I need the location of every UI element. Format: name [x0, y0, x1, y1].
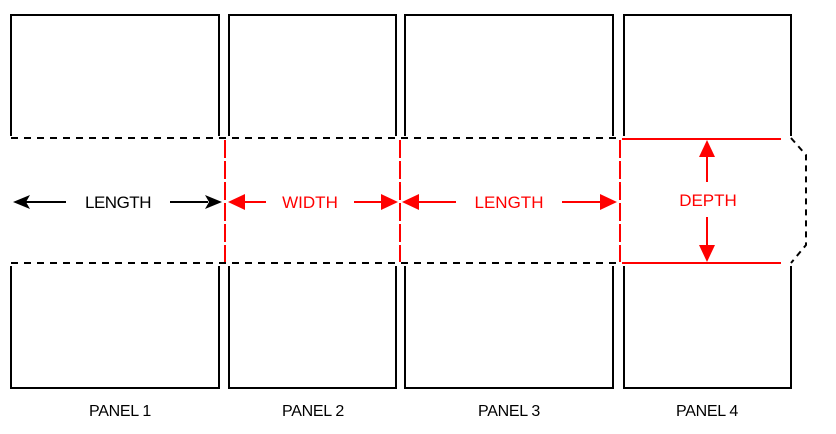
- fold-lines: [11, 137, 616, 264]
- length-label-panel-3: LENGTH: [475, 193, 544, 212]
- arrow-left-icon: [228, 194, 245, 210]
- bottom-flap-panel-1: [10, 266, 220, 389]
- glue-tab: [790, 137, 807, 264]
- bottom-flaps: [10, 266, 792, 389]
- panel-label-1: PANEL 1: [89, 403, 151, 420]
- length-dimension-panel-3: LENGTH: [402, 193, 617, 212]
- width-label: WIDTH: [282, 193, 338, 212]
- arrow-right-icon: [205, 195, 222, 209]
- panel-label-4: PANEL 4: [676, 403, 738, 420]
- depth-label: DEPTH: [679, 191, 737, 210]
- width-dimension: WIDTH: [228, 193, 398, 212]
- arrow-left-icon: [13, 195, 30, 209]
- panel-labels: PANEL 1 PANEL 2 PANEL 3 PANEL 4: [89, 403, 739, 420]
- top-flap-panel-4: [623, 14, 792, 136]
- length-label-panel-1: LENGTH: [85, 193, 151, 212]
- top-flap-panel-2: [228, 14, 397, 136]
- arrow-up-icon: [699, 140, 715, 157]
- length-dimension-panel-1: LENGTH: [13, 193, 222, 212]
- arrow-right-icon: [600, 194, 617, 210]
- top-flap-panel-1: [10, 14, 220, 136]
- arrow-left-icon: [402, 194, 419, 210]
- panel-label-3: PANEL 3: [478, 403, 540, 420]
- crease-lines: [224, 140, 621, 262]
- depth-dimension: DEPTH: [679, 140, 737, 262]
- panel-label-2: PANEL 2: [282, 403, 344, 420]
- bottom-flap-panel-2: [228, 266, 397, 389]
- bottom-flap-panel-4: [623, 266, 792, 389]
- bottom-flap-panel-3: [404, 266, 614, 389]
- arrow-down-icon: [699, 245, 715, 262]
- arrow-right-icon: [381, 194, 398, 210]
- panel-4-highlight: [622, 138, 781, 264]
- top-flaps: [10, 14, 792, 136]
- top-flap-panel-3: [404, 14, 614, 136]
